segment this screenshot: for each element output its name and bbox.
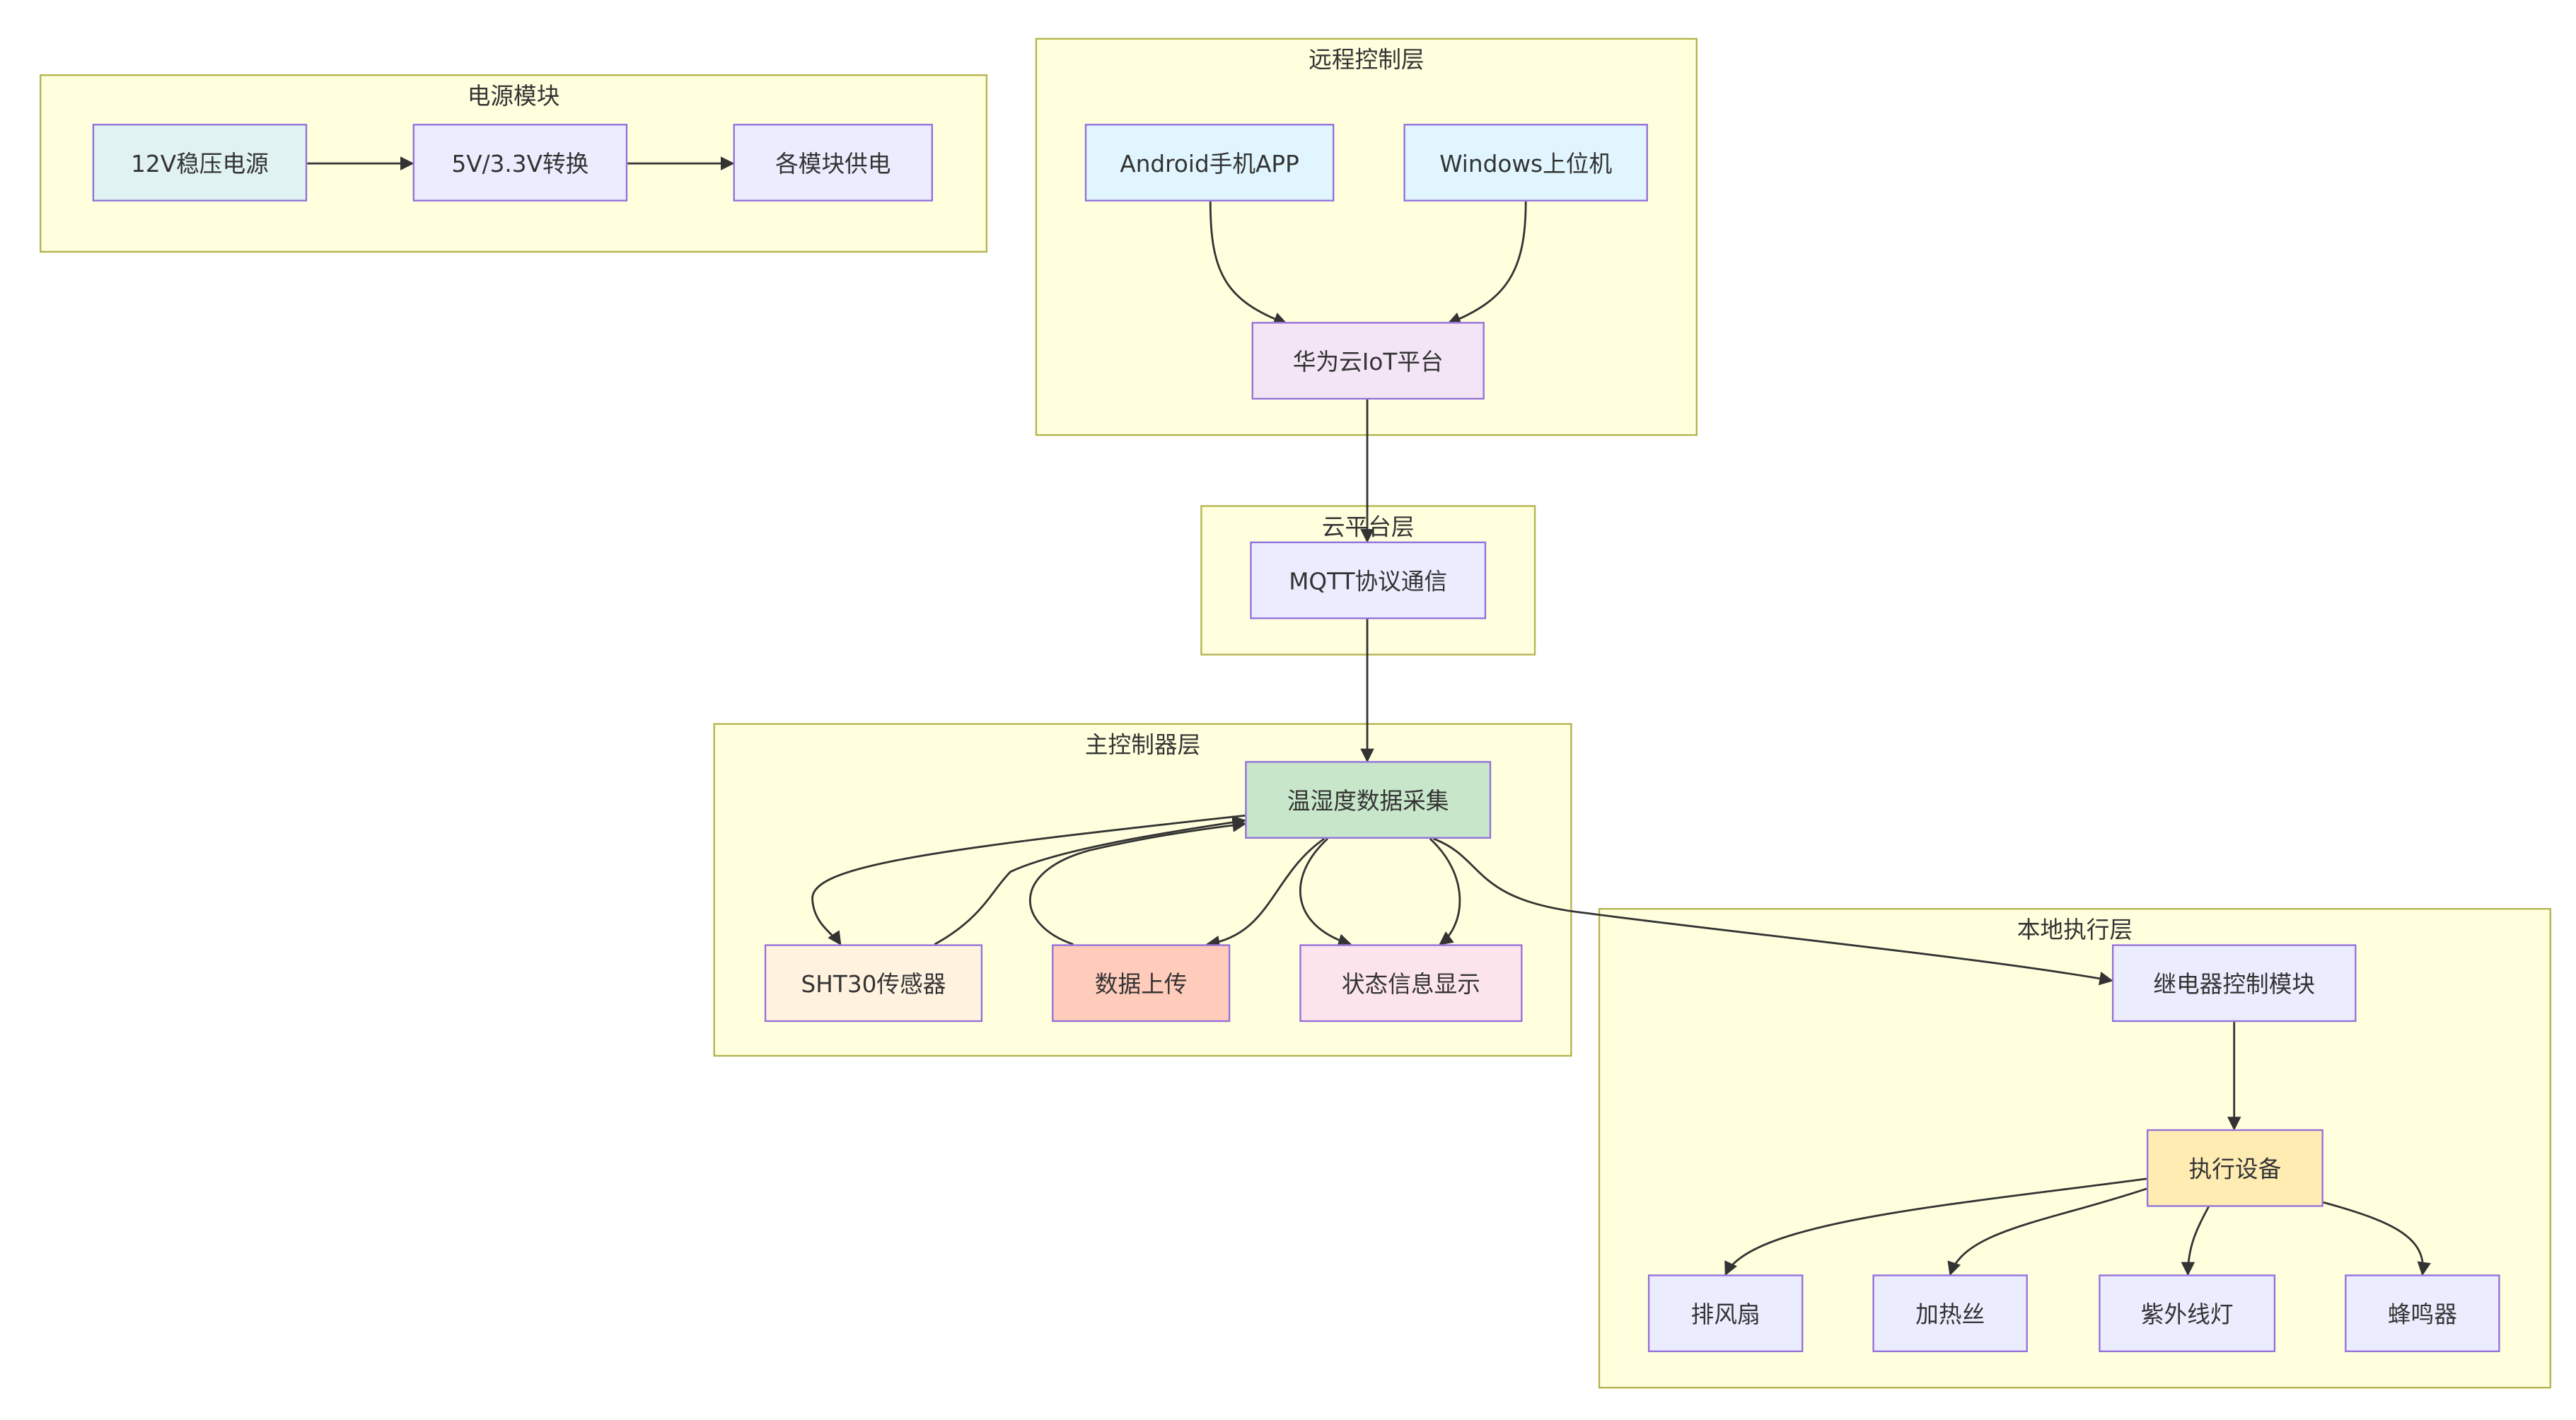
node-mqtt-communication: MQTT协议通信 [1250,541,1487,619]
edge-sht30-to-collect [934,815,1247,945]
node-status-display-label: 状态信息显示 [1341,971,1480,999]
node-uv-lamp-label: 紫外线灯 [2140,1301,2234,1329]
node-data-collection-label: 温湿度数据采集 [1287,788,1449,815]
node-windows-host-label: Windows上位机 [1439,151,1613,178]
node-data-collection: 温湿度数据采集 [1245,761,1492,839]
node-12v-power-supply-label: 12V稳压电源 [131,151,269,178]
node-buzzer-label: 蜂鸣器 [2387,1301,2457,1329]
group-main-controller-label: 主控制器层 [1084,733,1201,760]
edge-actuator-to-buzzer [2321,1201,2431,1276]
edge-upload-to-collect [1028,818,1247,945]
group-local-execution-label: 本地执行层 [2017,918,2133,945]
node-data-upload: 数据上传 [1052,944,1231,1023]
node-heating-wire-label: 加热丝 [1915,1301,1985,1329]
node-module-power: 各模块供电 [733,124,934,202]
edge-android-to-huawei [1209,201,1288,326]
edge-collect-to-display-2 [1429,837,1461,945]
node-sht30-sensor: SHT30传感器 [764,944,983,1023]
node-12v-power-supply: 12V稳压电源 [92,124,308,202]
node-exhaust-fan: 排风扇 [1647,1274,1804,1353]
node-relay-control: 继电器控制模块 [2111,944,2357,1023]
node-android-app: Android手机APP [1084,124,1335,202]
node-windows-host: Windows上位机 [1403,124,1648,202]
node-status-display: 状态信息显示 [1299,944,1523,1023]
node-relay-control-label: 继电器控制模块 [2153,971,2316,999]
edge-collect-to-relay [1432,837,2113,986]
node-data-upload-label: 数据上传 [1094,971,1188,999]
node-huawei-iot-platform-label: 华为云IoT平台 [1292,349,1444,376]
node-voltage-converter-label: 5V/3.3V转换 [451,151,589,178]
group-power-label: 电源模块 [467,84,560,111]
group-remote-control-label: 远程控制层 [1309,47,1425,75]
edge-collect-to-display-1 [1299,837,1352,948]
node-huawei-iot-platform: 华为云IoT平台 [1251,322,1485,400]
node-sht30-sensor-label: SHT30传感器 [801,971,946,999]
node-mqtt-communication-label: MQTT协议通信 [1289,569,1448,595]
node-voltage-converter: 5V/3.3V转换 [412,124,628,202]
edge-actuator-to-heater [1947,1187,2147,1276]
node-uv-lamp: 紫外线灯 [2099,1274,2276,1353]
edge-collect-to-upload [1205,837,1325,950]
node-actuator-label: 执行设备 [2188,1156,2282,1183]
edge-collect-to-sht30 [811,814,1246,946]
edge-actuator-to-fan [1724,1177,2147,1276]
edge-windows-to-huawei [1446,201,1527,326]
node-exhaust-fan-label: 排风扇 [1690,1301,1760,1329]
node-module-power-label: 各模块供电 [775,151,891,178]
edge-actuator-to-uv [2181,1204,2210,1276]
node-android-app-label: Android手机APP [1120,151,1299,178]
node-actuator: 执行设备 [2146,1129,2323,1207]
node-heating-wire: 加热丝 [1872,1274,2028,1353]
node-buzzer: 蜂鸣器 [2345,1274,2500,1353]
